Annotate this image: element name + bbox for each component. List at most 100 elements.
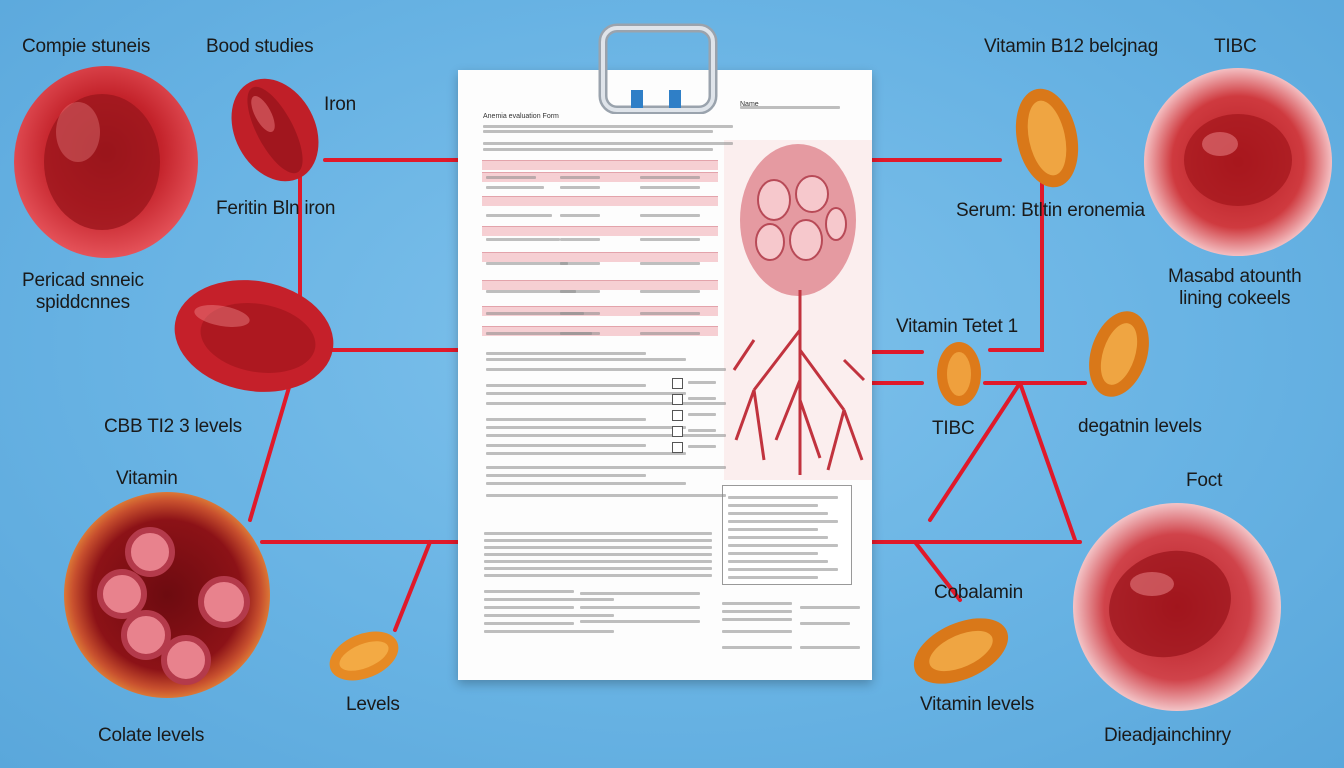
label-vitamin-levels: Vitamin levels [920, 694, 1035, 715]
document-text-line [484, 532, 712, 535]
document-text-line [486, 262, 568, 265]
checkbox-icon [672, 442, 683, 453]
document-text-line [560, 186, 600, 189]
label-cobalamin: Cobalamin [934, 582, 1024, 603]
document-text-line [640, 186, 700, 189]
document-text-line [560, 176, 600, 179]
result-table-row [482, 326, 718, 336]
document-text-line [486, 332, 592, 335]
document-text-line [484, 622, 574, 625]
label-serum: Serum: Btltin eronemia [956, 200, 1145, 221]
document-text-line [640, 214, 700, 217]
document-text-line [688, 381, 716, 384]
document-text-line [640, 262, 700, 265]
label-blood-studies: Bood studies [206, 36, 314, 57]
clipboard-clip-icon [598, 23, 718, 114]
document-text-line [640, 290, 700, 293]
document-text-line [486, 418, 646, 421]
document-text-line [580, 592, 700, 595]
label-ferritin: Feritin Bln iron [216, 198, 336, 219]
document-text-line [486, 474, 646, 477]
document-text-line [486, 358, 686, 361]
document-text-line [728, 536, 828, 539]
result-table-row [482, 172, 718, 182]
rbc-large-icon [174, 280, 334, 392]
rbc-side-icon [231, 78, 319, 182]
vessel-illustration-icon [724, 140, 872, 480]
document-text-line [728, 552, 818, 555]
label-tibc-mid: TIBC [932, 418, 975, 439]
label-vitamin-tetet: Vitamin Tetet 1 [896, 316, 1018, 337]
document-text-line [800, 606, 860, 609]
label-cbb-levels: CBB TI2 3 levels [104, 416, 242, 437]
label-complete-studies: Compie stuneis [22, 36, 151, 57]
document-text-line [560, 214, 600, 217]
document-text-line [728, 544, 838, 547]
supplement-pill-icon [937, 342, 981, 406]
document-text-line [484, 560, 712, 563]
result-table-row [482, 196, 718, 206]
document-text-line [484, 598, 614, 601]
document-text-line [484, 590, 574, 593]
document-text-line [486, 238, 560, 241]
document-text-line [728, 496, 838, 499]
document-text-line [640, 238, 700, 241]
document-text-line [486, 312, 584, 315]
document-text-line [560, 332, 600, 335]
document-text-line [486, 368, 726, 371]
red-cell-petri-icon [1144, 68, 1332, 256]
document-text-line [728, 560, 828, 563]
document-text-line [484, 567, 712, 570]
label-masabd: Masabd atounth lining cokeels [1168, 266, 1302, 309]
document-text-line [486, 392, 686, 395]
supplement-capsule-icon [1015, 88, 1079, 188]
result-table-row [482, 226, 718, 236]
document-text-line [486, 494, 726, 497]
document-text-line [800, 646, 860, 649]
red-cell-magnified-icon [1073, 503, 1281, 711]
document-text-line [484, 574, 712, 577]
document-header-right: Name [740, 101, 759, 108]
document-text-line [484, 630, 614, 633]
document-text-line [483, 142, 733, 145]
checkbox-icon [672, 378, 683, 389]
label-iron: Iron [324, 94, 356, 115]
document-text-line [688, 429, 716, 432]
document-text-line [484, 546, 712, 549]
document-text-line [722, 646, 792, 649]
blood-vessel-cross-section-icon [64, 492, 270, 698]
document-text-line [722, 618, 792, 621]
document-text-line [484, 606, 574, 609]
document-text-line [484, 553, 712, 556]
document-text-line [722, 602, 792, 605]
document-text-line [722, 610, 792, 613]
document-text-line [486, 434, 726, 437]
label-tibc-top: TIBC [1214, 36, 1257, 57]
document-text-line [640, 332, 700, 335]
label-colate-levels: Colate levels [98, 725, 205, 746]
label-degatnin: degatnin levels [1078, 416, 1202, 437]
label-levels: Levels [346, 694, 400, 715]
document-text-line [560, 290, 600, 293]
document-header-left: Anemia evaluation Form [483, 113, 559, 120]
supplement-capsule-icon [913, 618, 1009, 684]
document-text-line [800, 622, 850, 625]
label-foct: Foct [1186, 470, 1223, 491]
document-text-line [483, 130, 713, 133]
label-diead: Dieadjainchinry [1104, 725, 1231, 746]
document-text-line [560, 312, 600, 315]
checkbox-icon [672, 426, 683, 437]
document-text-line [486, 176, 536, 179]
supplement-pill-icon [329, 631, 399, 681]
document-text-line [486, 482, 686, 485]
document-text-line [486, 444, 646, 447]
document-text-line [580, 620, 700, 623]
checkbox-icon [672, 394, 683, 405]
supplement-capsule-icon [1089, 311, 1149, 397]
document-text-line [486, 426, 686, 429]
document-text-line [560, 238, 600, 241]
document-text-line [688, 397, 716, 400]
document-text-line [486, 384, 646, 387]
document-text-line [486, 402, 726, 405]
result-table-row [482, 306, 718, 316]
